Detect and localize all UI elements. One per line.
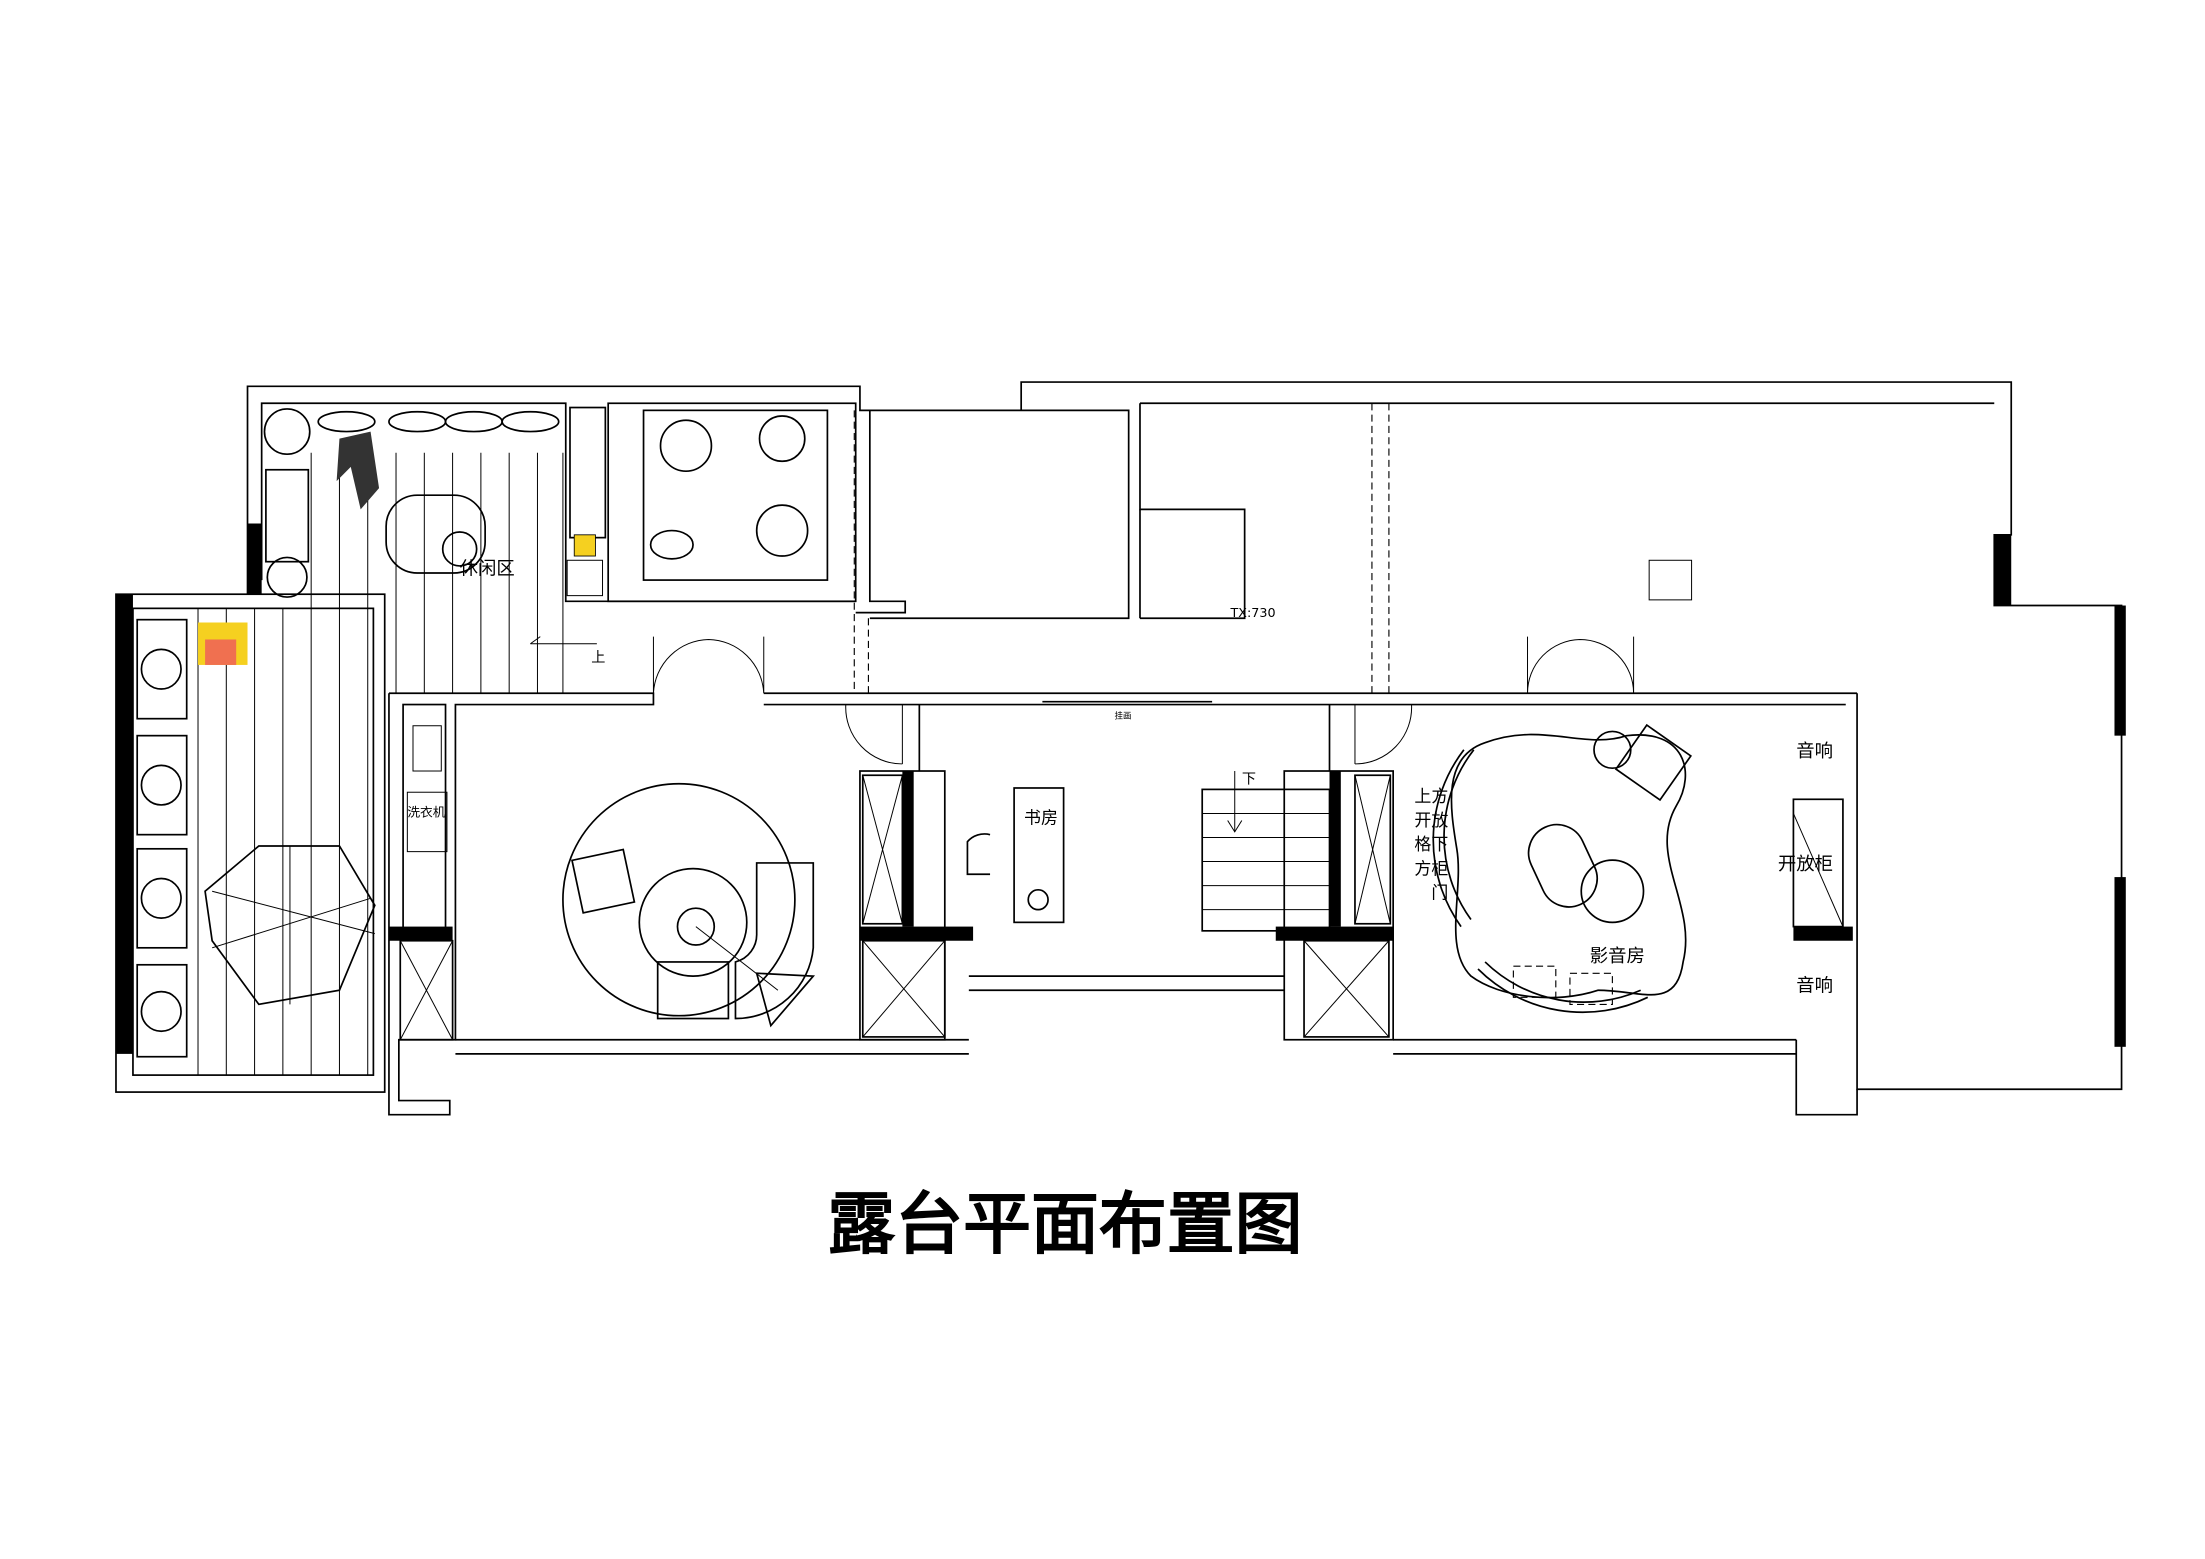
down-label: 下 — [1242, 772, 1256, 788]
av-room-label: 影音房 — [1590, 946, 1645, 967]
leisure-furniture: 上 休闲区 — [198, 431, 1693, 1006]
up-label: 上 — [591, 650, 605, 666]
doors — [652, 636, 1635, 765]
lounge-furniture — [562, 782, 816, 1028]
av-room-furniture: 上方 开放 格下 方柜 门 音响 开放柜 音响 影音房 — [1414, 723, 1844, 1014]
open-cabinet-label: 开放柜 — [1778, 854, 1833, 875]
walls — [115, 381, 2126, 1116]
cabinet-note-4: 方柜 — [1414, 859, 1448, 879]
cabinets — [861, 774, 1392, 1038]
cabinet-note-2: 开放 — [1414, 811, 1448, 831]
plan-title: 露台平面布置图 — [827, 1186, 1302, 1265]
tx-label: TX:730 — [1230, 605, 1276, 620]
study-label: 书房 — [1024, 808, 1058, 828]
cabinet-note-3: 格下 — [1414, 835, 1448, 855]
wood-deck — [197, 452, 564, 1076]
cabinet-note-5: 门 — [1431, 883, 1448, 903]
washing-machine-label: 洗衣机 — [407, 804, 445, 819]
plants — [136, 402, 857, 1058]
painting-label: 挂画 — [1115, 711, 1132, 721]
leisure-area-label: 休闲区 — [460, 558, 515, 579]
speaker-bottom-label: 音响 — [1796, 976, 1833, 997]
stairs: 下 — [1201, 771, 1331, 932]
cabinet-note-1: 上方 — [1414, 787, 1448, 807]
study-furniture: 挂画 书房 TX:730 — [966, 605, 1276, 924]
speaker-top-label: 音响 — [1796, 741, 1833, 762]
laundry-counter: 洗衣机 — [399, 703, 454, 1041]
